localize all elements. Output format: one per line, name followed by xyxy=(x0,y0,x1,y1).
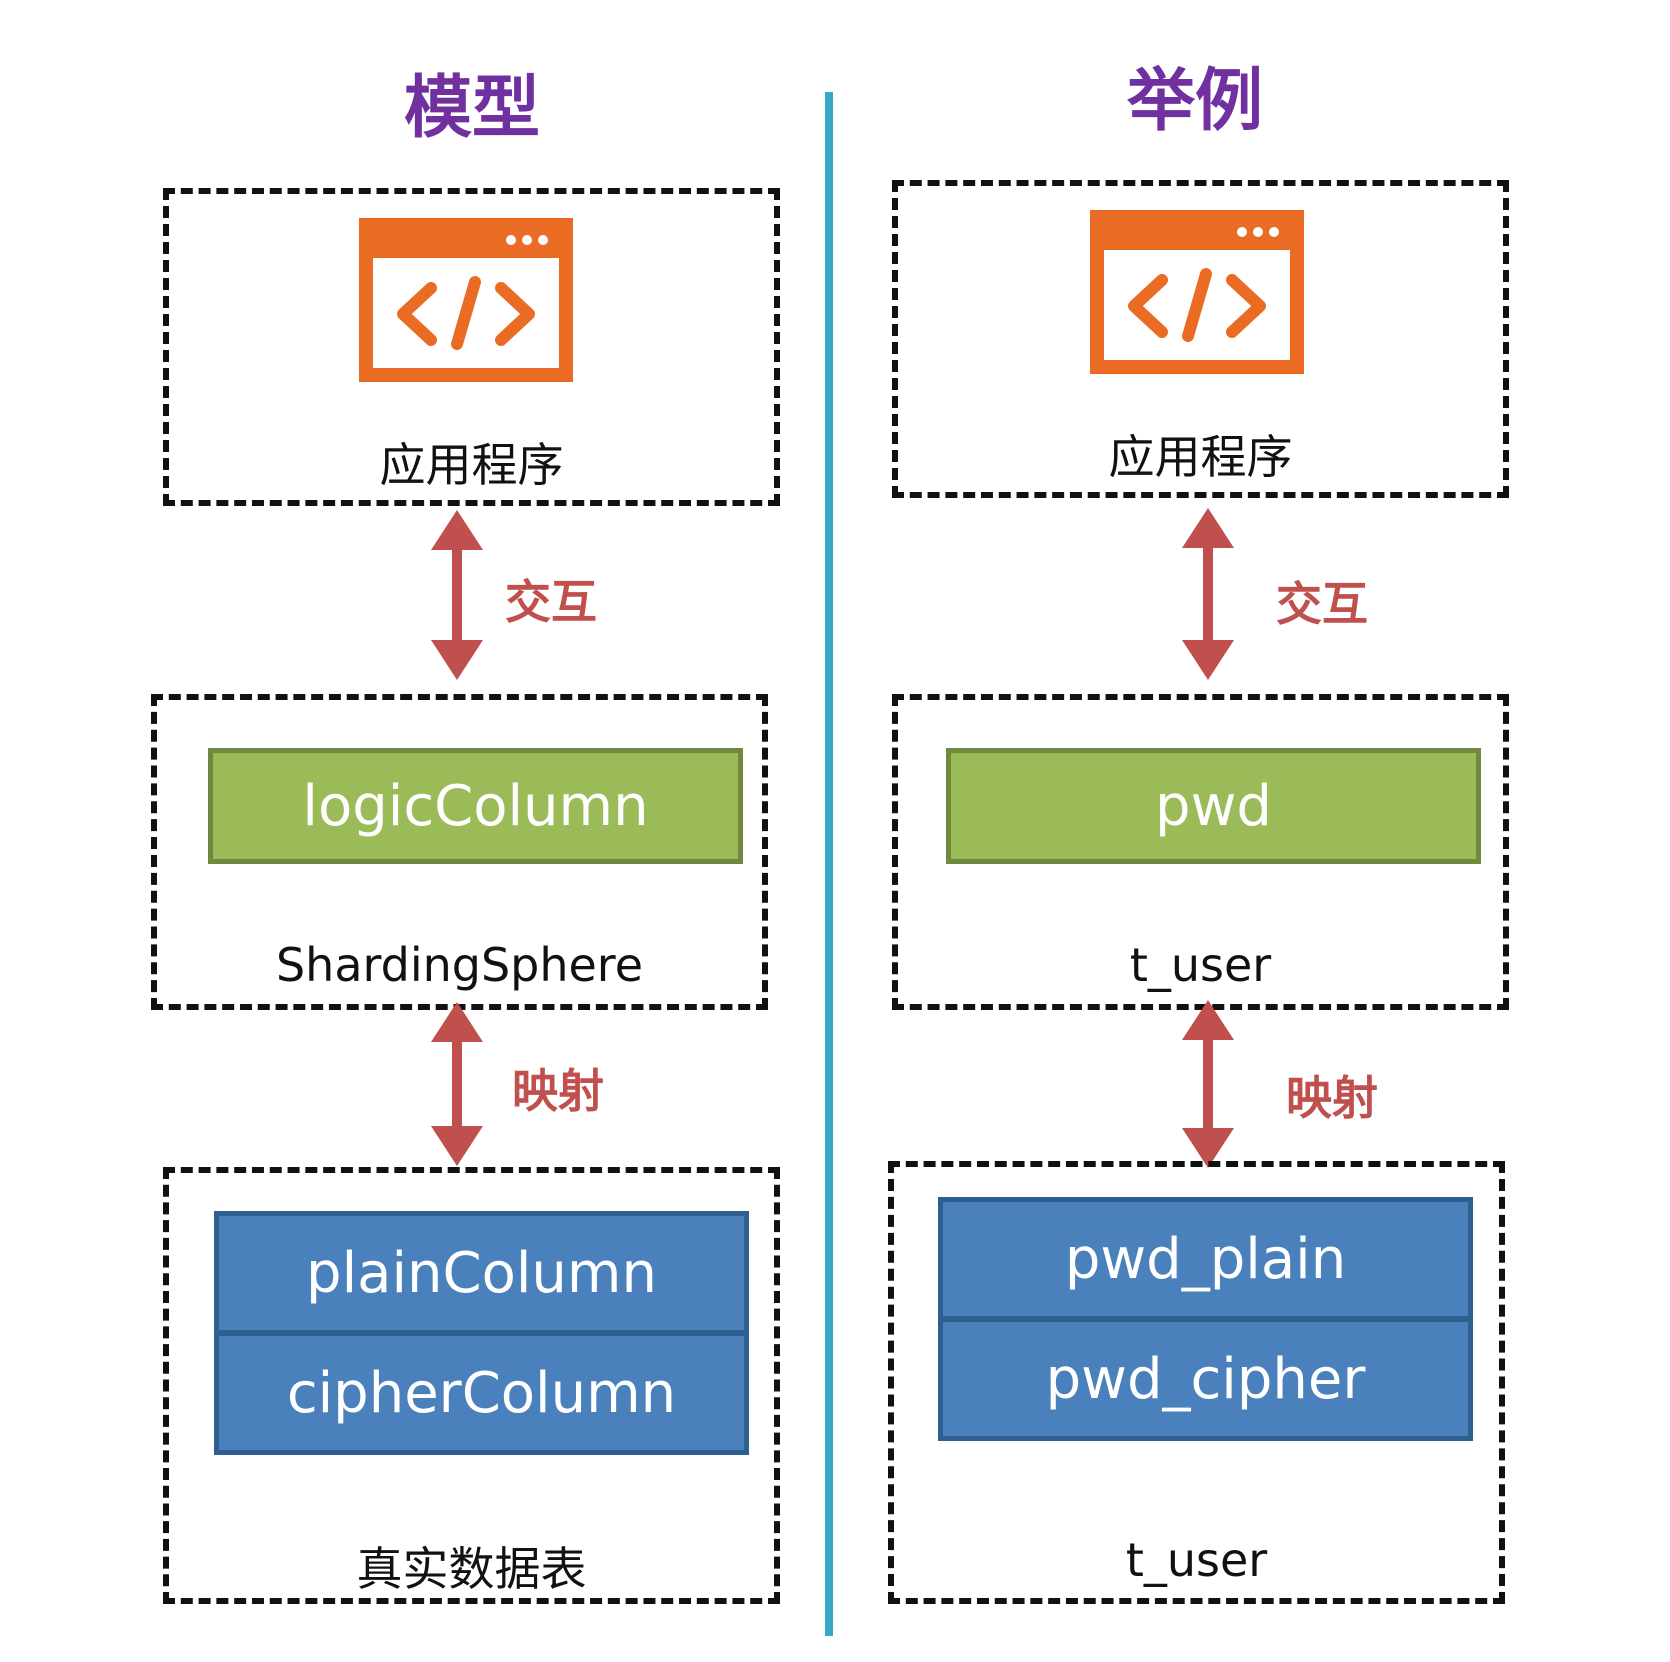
right-interact-label: 交互 xyxy=(1276,577,1368,631)
left-app-box: 应用程序 xyxy=(163,188,780,506)
right-bottom-caption: t_user xyxy=(1125,1533,1268,1587)
right-title: 举例 xyxy=(1126,62,1263,141)
left-middle-caption: ShardingSphere xyxy=(275,938,644,992)
right-app-box: 应用程序 xyxy=(892,180,1509,498)
pwd-box: pwd xyxy=(946,748,1481,864)
left-column-stack: plainColumn cipherColumn xyxy=(214,1211,749,1455)
right-table-logic-box: pwd t_user xyxy=(892,694,1509,1010)
code-window-icon xyxy=(359,218,573,382)
code-window-icon xyxy=(1090,210,1304,374)
pwd-plain-cell: pwd_plain xyxy=(943,1202,1468,1316)
left-map-label: 映射 xyxy=(512,1064,604,1118)
left-interact-label: 交互 xyxy=(505,575,597,629)
left-bottom-caption: 真实数据表 xyxy=(356,1542,587,1596)
logic-column-box: logicColumn xyxy=(208,748,743,864)
plain-column-cell: plainColumn xyxy=(219,1216,744,1330)
left-interact-arrow-icon xyxy=(431,510,483,680)
right-interact-arrow-icon xyxy=(1182,508,1234,680)
right-real-table-box: pwd_plain pwd_cipher t_user xyxy=(888,1161,1505,1604)
left-title: 模型 xyxy=(403,69,540,148)
left-map-arrow-icon xyxy=(431,1002,483,1166)
left-sharding-box: logicColumn ShardingSphere xyxy=(151,694,768,1010)
right-map-label: 映射 xyxy=(1286,1071,1378,1125)
cipher-column-cell: cipherColumn xyxy=(219,1336,744,1450)
pwd-cipher-cell: pwd_cipher xyxy=(943,1322,1468,1436)
right-map-arrow-icon xyxy=(1182,1000,1234,1168)
left-app-label: 应用程序 xyxy=(379,438,564,492)
left-table-box: plainColumn cipherColumn 真实数据表 xyxy=(163,1167,780,1604)
right-column-stack: pwd_plain pwd_cipher xyxy=(938,1197,1473,1441)
right-middle-caption: t_user xyxy=(1129,938,1272,992)
column-divider xyxy=(825,92,833,1636)
right-app-label: 应用程序 xyxy=(1108,430,1293,484)
